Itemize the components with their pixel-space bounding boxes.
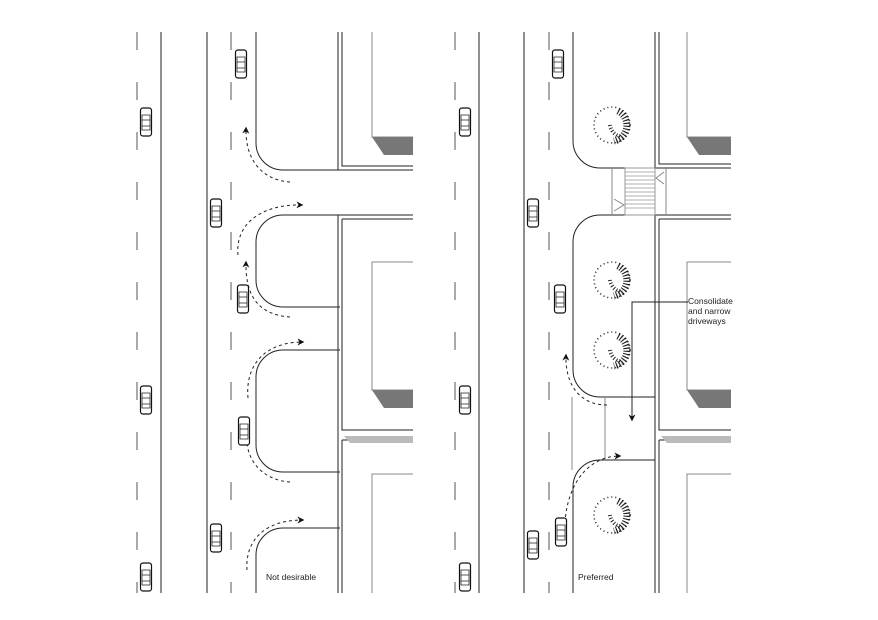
curb-block-2 [255,214,413,308]
car [209,198,223,228]
tree-icon [594,262,630,298]
turn-arrow [242,126,291,183]
crosswalk [611,167,667,216]
curb-block-1 [572,32,731,169]
curb-block-3 [255,349,340,473]
property-line [654,32,731,168]
turn-arrow [237,201,304,256]
building [686,32,731,138]
building [371,32,413,138]
car [234,49,248,79]
building-shadow [687,390,731,408]
car [139,562,153,592]
building-shadow [344,436,413,443]
car [139,385,153,415]
tree-icon [594,332,630,368]
turn-arrow [247,338,305,399]
driveway-guide [571,397,606,470]
tree-icon [594,107,630,143]
callout-leader-arrow [628,301,688,422]
building [371,261,413,391]
panel-label: Preferred [578,572,614,582]
curb-block-4 [255,527,340,593]
car [554,517,568,547]
building-shadow [372,390,413,408]
car [237,416,251,446]
building-shadow [687,137,731,155]
property-line [654,215,731,593]
car [236,284,250,314]
turn-arrow [246,516,305,571]
car [458,385,472,415]
building [371,473,413,593]
panel-label: Not desirable [266,572,316,582]
curb-block-3 [572,459,655,593]
turn-arrow [246,439,291,483]
curb-block-2 [572,214,731,398]
building [686,473,731,593]
turn-arrow [562,353,608,406]
car [551,49,565,79]
car [458,562,472,592]
tree-icon [594,497,630,533]
car [209,523,223,553]
property-line [337,215,413,593]
curb-block-1 [255,32,413,171]
turn-arrow [242,260,291,318]
right-panel-preferred: Consolidate and narrow driveways Preferr… [454,32,735,593]
building-shadow [372,137,413,155]
car [526,198,540,228]
car [553,284,567,314]
building [686,261,731,391]
car [139,107,153,137]
callout-text: Consolidate and narrow driveways [688,296,735,326]
left-panel-not-desirable: Not desirable [136,32,413,593]
building-shadow [661,436,731,443]
property-line [337,32,413,170]
car [458,107,472,137]
car [526,530,540,560]
